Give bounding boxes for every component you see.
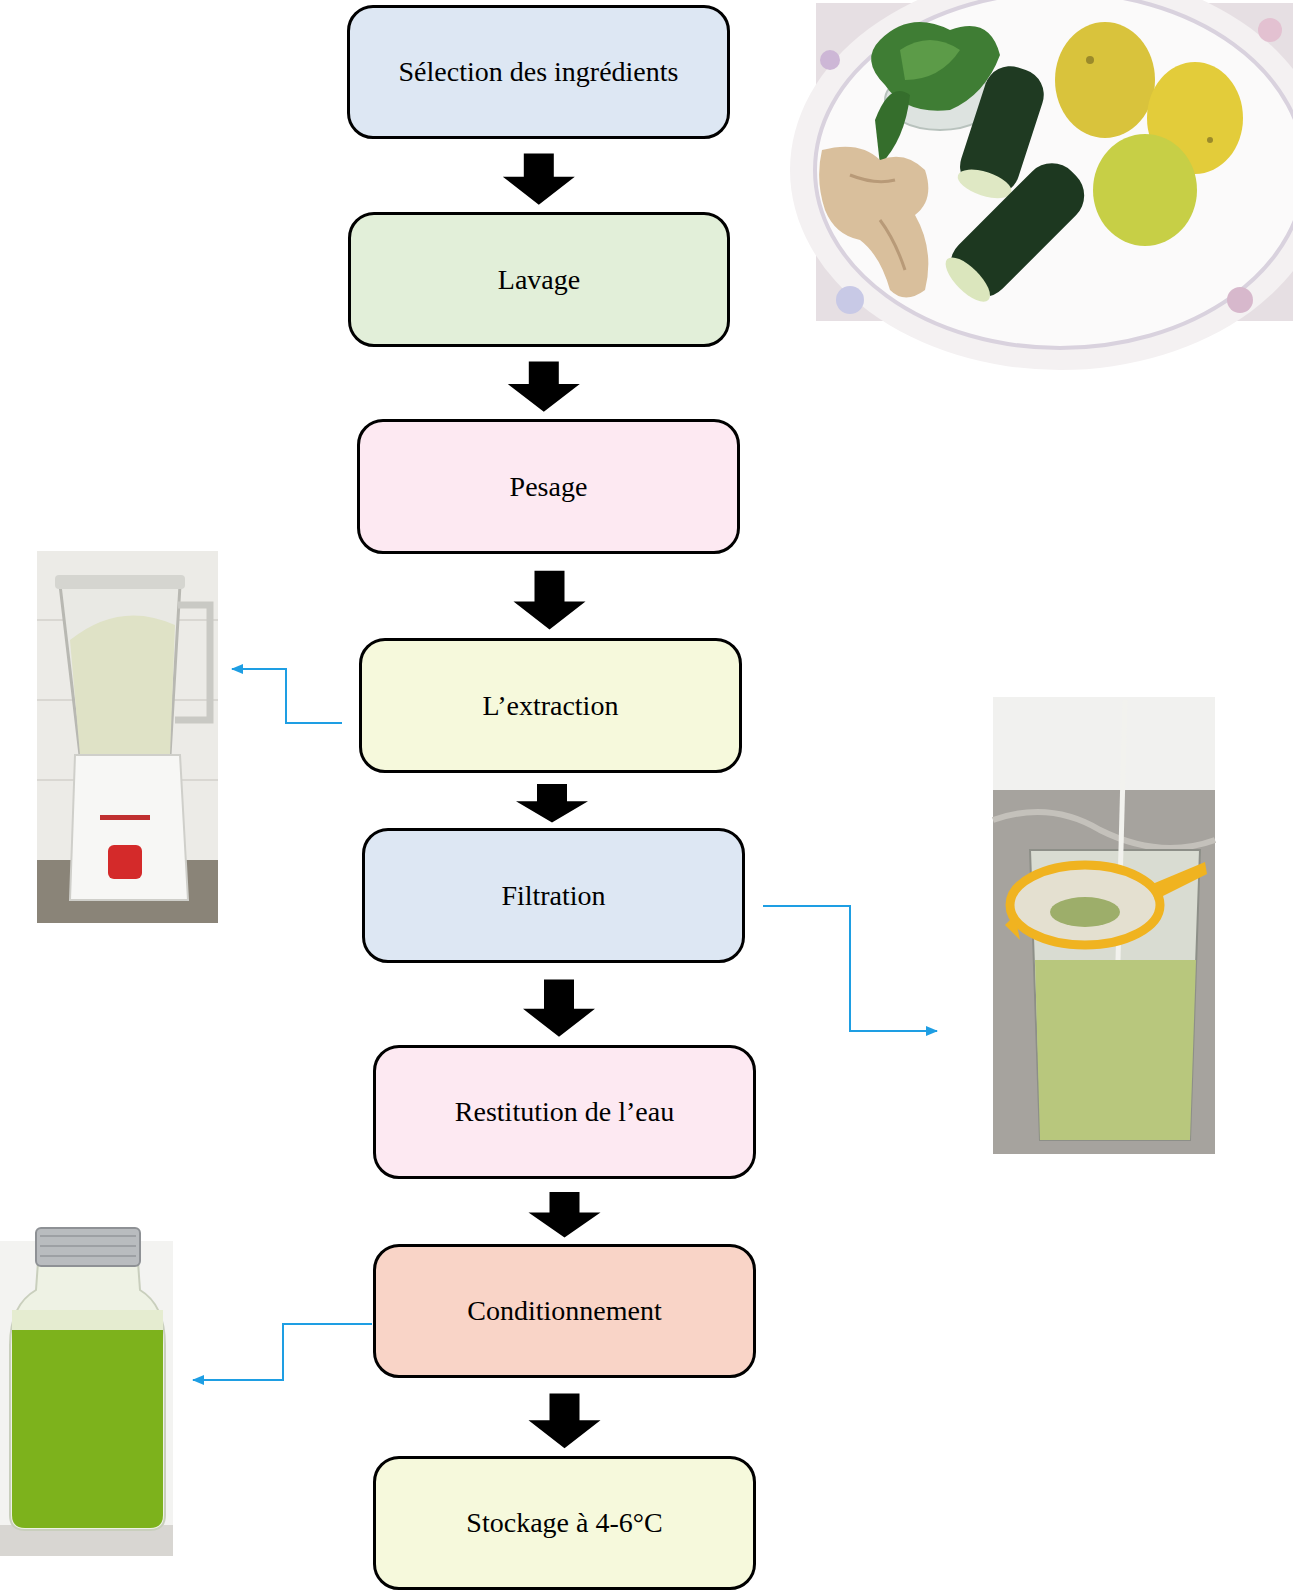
- process-box: Stockage à 4-6°C: [373, 1456, 756, 1590]
- block-arrow: [514, 571, 586, 630]
- blender-photo-part: [55, 575, 185, 589]
- blender-photo: [37, 551, 218, 923]
- leader-lines: [193, 669, 937, 1380]
- bottle-photo-part: [0, 1241, 173, 1556]
- step-label: L’extraction: [483, 689, 619, 723]
- leader-lines-part: [763, 906, 937, 1031]
- process-box: L’extraction: [359, 638, 742, 773]
- ingredients-photo-part: [820, 50, 840, 70]
- block-arrow: [529, 1192, 601, 1238]
- filtration-photo-part: [993, 812, 1215, 848]
- bottle-photo-part: [40, 1255, 136, 1257]
- ingredients-photo-part: [850, 175, 905, 270]
- bottle-photo-part: [40, 1235, 136, 1237]
- blender-photo-part: [175, 605, 210, 720]
- process-box: Conditionnement: [373, 1244, 756, 1378]
- bottle-photo-part: [40, 1245, 136, 1247]
- step-label: Lavage: [498, 263, 580, 297]
- filtration-photo-part: [993, 790, 1215, 1154]
- blender-photo-part: [70, 755, 188, 900]
- ingredients-photo-part: [1093, 134, 1197, 246]
- bottle-photo-part: [12, 1310, 163, 1330]
- leader-lines-part: [193, 1324, 372, 1380]
- leader-lines-part: [232, 669, 342, 723]
- block-arrow: [523, 979, 595, 1036]
- ingredients-photo-part: [790, 0, 1293, 370]
- ingredients-photo-part: [815, 0, 1293, 348]
- ingredients-photo: [790, 0, 1293, 370]
- step-label: Restitution de l’eau: [455, 1095, 674, 1129]
- filtration-photo-part: [1010, 865, 1160, 945]
- blender-photo-part: [108, 845, 142, 879]
- ingredients-photo-part: [836, 286, 864, 314]
- blender-photo-part: [70, 615, 175, 755]
- blender-photo-part: [60, 585, 180, 755]
- ingredients-photo-part: [900, 40, 960, 80]
- filtration-photo-part: [993, 697, 1215, 1154]
- ingredients-photo-part: [937, 152, 1095, 310]
- blender-photo-part: [37, 551, 218, 923]
- filtration-photo-part: [1050, 897, 1120, 927]
- ingredients-photo-part: [1207, 137, 1213, 143]
- ingredients-photo-part: [1227, 287, 1253, 313]
- filtration-photo-part: [1035, 960, 1196, 1140]
- process-box: Filtration: [362, 828, 745, 963]
- filtration-photo: [993, 697, 1215, 1154]
- ingredients-photo-part: [1086, 56, 1094, 64]
- ingredients-photo-part: [1055, 22, 1155, 138]
- filtration-photo-part: [1005, 915, 1020, 940]
- bottle-photo-part: [12, 1328, 163, 1528]
- ingredients-photo-part-part: [939, 152, 1096, 309]
- ingredients-photo-part: [875, 91, 910, 165]
- step-label: Conditionnement: [467, 1294, 661, 1328]
- step-label: Filtration: [501, 879, 605, 913]
- process-box: Pesage: [357, 419, 740, 554]
- ingredients-photo-part: [1258, 18, 1282, 42]
- bottle-photo-part: [36, 1228, 140, 1266]
- ingredients-photo-part: [819, 147, 928, 298]
- process-box: Lavage: [348, 212, 730, 347]
- filtration-photo-part: [1150, 862, 1207, 900]
- step-label: Pesage: [510, 470, 588, 504]
- block-arrow: [508, 361, 580, 411]
- block-arrow: [529, 1394, 601, 1449]
- blender-photo-part: [100, 815, 150, 820]
- bottle-photo-part: [10, 1262, 165, 1530]
- block-arrow: [503, 154, 575, 205]
- step-label: Stockage à 4-6°C: [466, 1506, 662, 1540]
- bottle-photo: [0, 1228, 173, 1556]
- process-box: Sélection des ingrédients: [347, 5, 730, 139]
- process-box: Restitution de l’eau: [373, 1045, 756, 1179]
- ingredients-photo-part-part: [939, 251, 997, 309]
- block-arrow: [516, 784, 588, 823]
- step-label: Sélection des ingrédients: [399, 55, 679, 89]
